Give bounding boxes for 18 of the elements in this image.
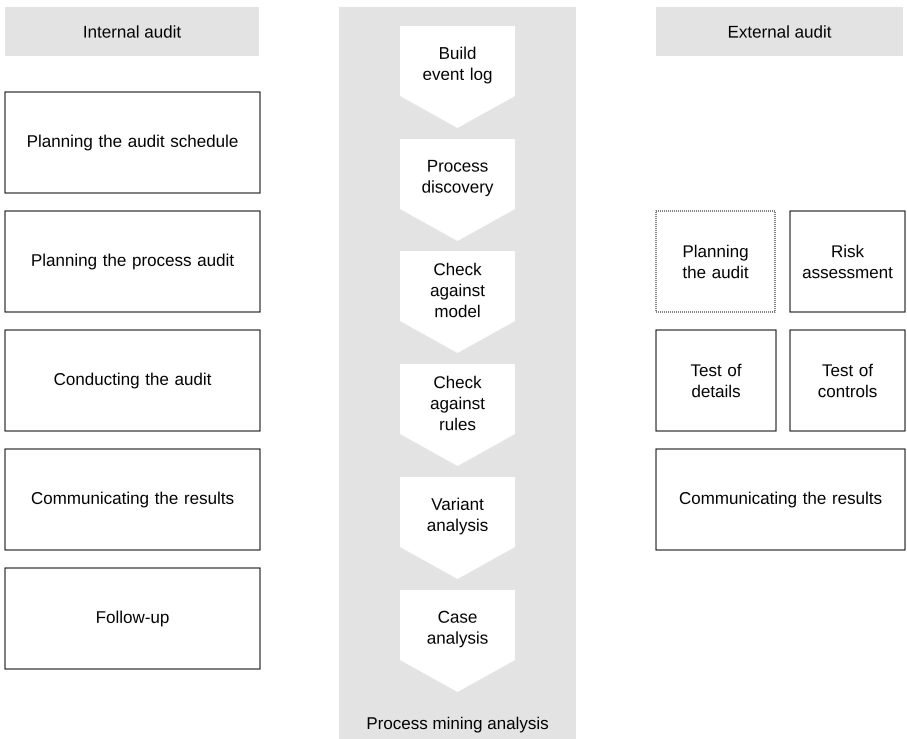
step-box: Planning the process audit	[4, 210, 260, 312]
chevron-step: Case analysis	[400, 590, 515, 692]
step-box: Communicating the results	[4, 448, 260, 550]
step-box: Planning the audit schedule	[4, 92, 260, 194]
chevron-step: Variant analysis	[400, 477, 515, 579]
step-box: Follow-up	[4, 568, 260, 670]
step-box: Risk assessment	[790, 210, 906, 312]
step-box: Test of details	[656, 330, 776, 432]
chevron-step: Build event log	[400, 26, 515, 128]
heading-band: External audit	[656, 7, 903, 56]
step-box: Communicating the results	[656, 448, 906, 550]
chevron-step: Check against model	[400, 251, 515, 353]
chevron-step: Process discovery	[400, 139, 515, 241]
heading-band: Internal audit	[5, 7, 259, 56]
chevron-step: Check against rules	[400, 364, 515, 466]
step-box: Planning the audit	[656, 210, 776, 312]
step-box: Conducting the audit	[4, 330, 260, 432]
step-box: Test of controls	[790, 330, 906, 432]
